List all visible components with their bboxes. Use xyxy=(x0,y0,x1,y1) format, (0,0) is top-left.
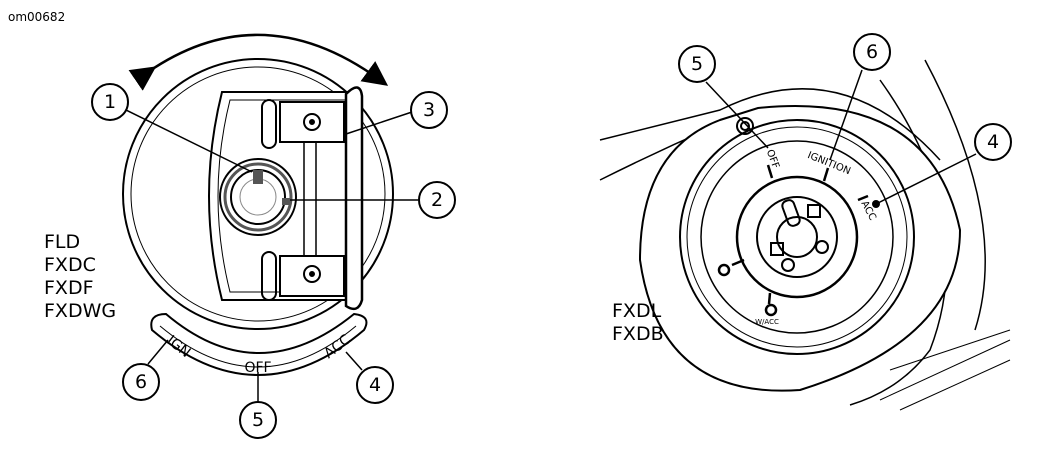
left-model-list: FLD FXDC FXDF FXDWG xyxy=(44,231,116,323)
flip-cover xyxy=(344,86,364,311)
dial-w-acc-label: W/ACC xyxy=(755,318,779,326)
callout-4-right: 4 xyxy=(987,131,999,153)
figure-id: om00682 xyxy=(8,10,66,24)
callout-5-right: 5 xyxy=(691,53,703,75)
model-name: FXDF xyxy=(44,277,94,299)
off-position-label: OFF xyxy=(244,360,271,376)
right-model-list: FXDL FXDB xyxy=(612,300,664,346)
model-name: FXDL xyxy=(612,300,662,322)
right-ignition-switch xyxy=(599,33,1012,411)
key-core xyxy=(735,175,859,299)
switch-body xyxy=(122,58,394,330)
model-name: FXDB xyxy=(612,323,664,345)
callout-6-right: 6 xyxy=(866,41,878,63)
model-name: FXDWG xyxy=(44,300,117,322)
model-name: FXDC xyxy=(44,254,96,276)
callout-2: 2 xyxy=(431,189,443,211)
model-name: FLD xyxy=(44,231,81,253)
rotation-arrow xyxy=(128,33,389,91)
callout-4: 4 xyxy=(369,374,381,396)
left-ignition-switch xyxy=(91,33,456,439)
callout-3: 3 xyxy=(423,99,435,121)
callout-1: 1 xyxy=(104,91,116,113)
ignition-dial xyxy=(679,119,915,355)
callout-5: 5 xyxy=(252,409,264,431)
callout-6: 6 xyxy=(135,371,147,393)
